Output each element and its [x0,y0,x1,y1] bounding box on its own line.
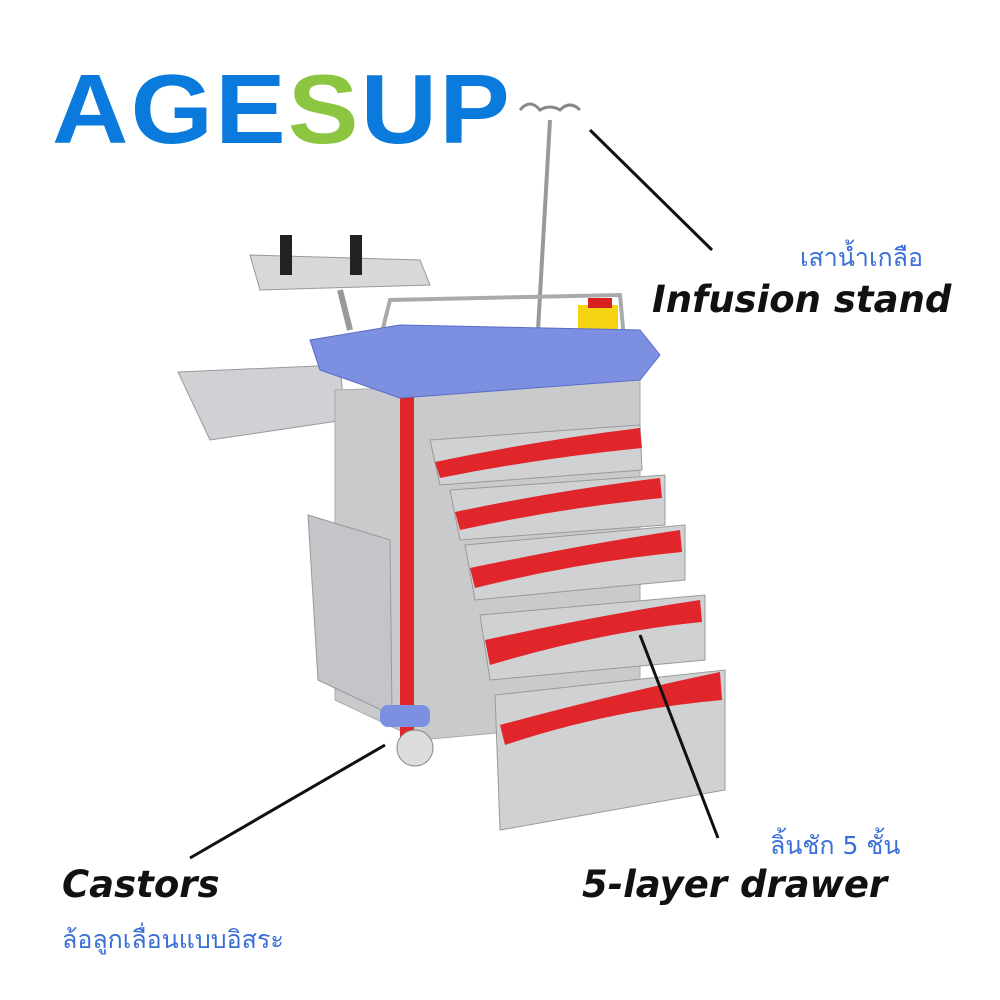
agesup-logo: AGESUP [52,54,512,164]
side-shelf [177,364,346,441]
side-bin [307,514,393,716]
defibrillator-tray [249,254,431,291]
top-tray [309,324,661,399]
drawer-thai-label: ลิ้นชัก 5 ชั้น [770,831,901,860]
castors-leader-line [189,743,386,860]
drawer-label: 5-layer drawer [582,863,888,906]
infusion-leader-line [588,128,714,252]
drawer-leader-line [638,634,720,839]
infusion-stand-thai-label: เสาน้ำเกลือ [800,243,923,272]
drawers [429,424,726,831]
castor-wheel [396,729,434,767]
iv-hooks [518,102,582,112]
infusion-stand-label: Infusion stand [652,278,952,321]
castors-label: Castors [62,863,220,906]
castors-thai-label: ล้อลูกเลื่อนแบบอิสระ [62,925,284,954]
handle-rail [378,292,627,351]
